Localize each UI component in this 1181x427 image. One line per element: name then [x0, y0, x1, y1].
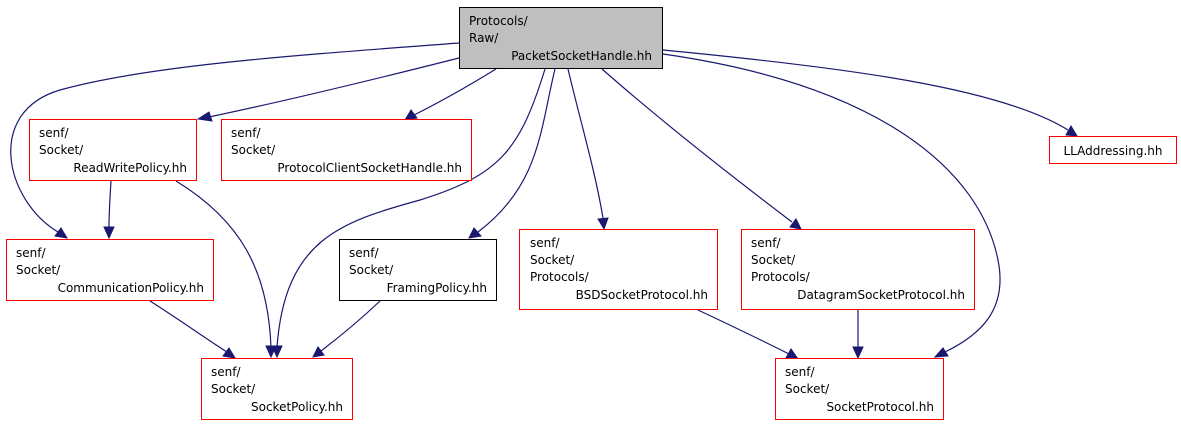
edge-root-to-framingpolicy: [477, 68, 556, 233]
node-socketprotocol-line-1: senf/: [785, 365, 815, 379]
node-packetsockethandle-line-3: PacketSocketHandle.hh: [511, 49, 652, 63]
arrowhead-lladdressing: [1065, 125, 1078, 137]
arrowhead-readwritepolicy: [196, 111, 213, 122]
node-packetsockethandle-line-2: Raw/: [469, 31, 499, 45]
node-datagramsocketprotocol-line-1: senf/: [751, 236, 781, 250]
node-bsdsocketprotocol-line-4: BSDSocketProtocol.hh: [576, 288, 708, 302]
node-lladdressing[interactable]: LLAddressing.hh: [1049, 136, 1177, 164]
node-readwritepolicy-line-2: Socket/: [39, 143, 84, 157]
node-socketprotocol-line-3: SocketProtocol.hh: [826, 400, 934, 414]
edge-root-to-protocolclientsockethandle: [413, 68, 497, 116]
node-protocolclientsockethandle-line-3: ProtocolClientSocketHandle.hh: [277, 161, 462, 175]
graph-nodes: Protocols/ Raw/ PacketSocketHandle.hh se…: [6, 7, 1177, 420]
node-bsdsocketprotocol-line-3: Protocols/: [530, 270, 590, 284]
node-packetsockethandle[interactable]: Protocols/ Raw/ PacketSocketHandle.hh: [459, 7, 663, 69]
node-socketpolicy-line-1: senf/: [211, 365, 241, 379]
arrowhead-datagramsocketprotocol: [789, 218, 802, 230]
node-framingpolicy-line-2: Socket/: [349, 263, 394, 277]
edge-root-to-communicationpolicy: [10, 42, 460, 233]
edge-root-to-socketprotocol: [662, 53, 1001, 353]
node-protocolclientsockethandle-line-1: senf/: [231, 126, 261, 140]
node-socketpolicy-line-3: SocketPolicy.hh: [251, 400, 343, 414]
edge-communicationpolicy-to-socketpolicy: [149, 300, 228, 353]
node-datagramsocketprotocol[interactable]: senf/ Socket/ Protocols/ DatagramSocketP…: [741, 229, 975, 310]
arrowhead-rw-socketpolicy: [265, 345, 277, 359]
node-protocolclientsockethandle[interactable]: senf/ Socket/ ProtocolClientSocketHandle…: [221, 119, 472, 181]
node-socketpolicy[interactable]: senf/ Socket/ SocketPolicy.hh: [201, 358, 353, 420]
arrowhead-bsd-socketprotocol: [785, 348, 800, 360]
node-socketpolicy-line-2: Socket/: [211, 382, 256, 396]
node-framingpolicy-line-1: senf/: [349, 246, 379, 260]
edge-root-to-socketpolicy: [276, 68, 546, 348]
node-bsdsocketprotocol-line-1: senf/: [530, 236, 560, 250]
edge-bsdsocketprotocol-to-socketprotocol: [697, 309, 790, 355]
edge-root-to-datagramsocketprotocol: [601, 68, 793, 223]
node-socketprotocol-line-2: Socket/: [785, 382, 830, 396]
node-communicationpolicy-line-3: CommunicationPolicy.hh: [58, 281, 204, 295]
arrowhead-bsdsocketprotocol: [597, 217, 609, 231]
arrowhead-framing-socketpolicy: [312, 346, 325, 358]
node-packetsockethandle-line-1: Protocols/: [469, 14, 529, 28]
node-communicationpolicy[interactable]: senf/ Socket/ CommunicationPolicy.hh: [6, 239, 214, 301]
graph-edges: [10, 42, 1078, 360]
edge-readwritepolicy-to-socketpolicy: [175, 180, 272, 348]
arrowhead-comm-socketpolicy: [222, 347, 236, 359]
node-readwritepolicy-line-1: senf/: [39, 126, 69, 140]
node-datagramsocketprotocol-line-2: Socket/: [751, 253, 796, 267]
node-readwritepolicy-line-3: ReadWritePolicy.hh: [73, 161, 187, 175]
node-communicationpolicy-line-1: senf/: [16, 246, 46, 260]
edge-root-to-lladdressing: [662, 49, 1069, 131]
node-protocolclientsockethandle-line-2: Socket/: [231, 143, 276, 157]
node-framingpolicy[interactable]: senf/ Socket/ FramingPolicy.hh: [339, 239, 497, 301]
edge-root-to-bsdsocketprotocol: [567, 68, 604, 219]
arrowhead-communicationpolicy: [54, 227, 68, 239]
node-datagramsocketprotocol-line-3: Protocols/: [751, 270, 811, 284]
node-framingpolicy-line-3: FramingPolicy.hh: [387, 281, 487, 295]
edge-readwritepolicy-to-communicationpolicy: [108, 180, 112, 228]
node-readwritepolicy[interactable]: senf/ Socket/ ReadWritePolicy.hh: [29, 119, 197, 181]
arrowhead-datagram-socketprotocol: [852, 346, 864, 360]
node-socketprotocol[interactable]: senf/ Socket/ SocketProtocol.hh: [775, 358, 944, 420]
node-bsdsocketprotocol[interactable]: senf/ Socket/ Protocols/ BSDSocketProtoc…: [519, 229, 718, 310]
arrowhead-protocolclientsockethandle: [404, 109, 418, 121]
edge-root-to-readwritepolicy: [208, 57, 460, 118]
arrowhead-rw-communicationpolicy: [103, 226, 115, 240]
node-lladdressing-line-1: LLAddressing.hh: [1063, 144, 1162, 158]
node-datagramsocketprotocol-line-4: DatagramSocketProtocol.hh: [797, 288, 965, 302]
arrowhead-framingpolicy: [468, 227, 482, 239]
arrowhead-socketprotocol: [933, 347, 949, 358]
node-bsdsocketprotocol-line-2: Socket/: [530, 253, 575, 267]
node-communicationpolicy-line-2: Socket/: [16, 263, 61, 277]
edge-framingpolicy-to-socketpolicy: [320, 300, 381, 352]
